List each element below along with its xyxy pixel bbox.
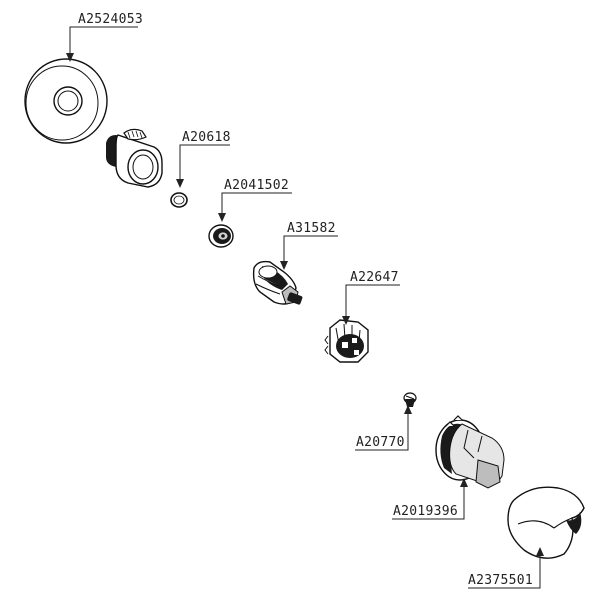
callout-handle-base: A2019396 (392, 478, 468, 520)
callout-handle-cap-label: A2375501 (468, 573, 533, 588)
callout-adapter-label: A22647 (350, 270, 399, 285)
adapter (324, 319, 369, 363)
callout-nut-label: A2041502 (224, 178, 289, 193)
callout-escutcheon-label: A2524053 (78, 12, 143, 27)
callout-screw: A20770 (355, 405, 412, 451)
callout-nut: A2041502 (218, 178, 292, 222)
valve-body (106, 128, 163, 188)
handle-cap (507, 486, 585, 559)
callout-handle-cap: A2375501 (468, 547, 544, 589)
o-ring (170, 192, 188, 208)
callout-cartridge-label: A31582 (287, 221, 336, 236)
callout-cartridge: A31582 (280, 221, 338, 270)
cartridge (252, 260, 303, 305)
screw (403, 392, 417, 407)
callout-adapter: A22647 (342, 270, 400, 325)
callout-handle-base-label: A2019396 (393, 504, 458, 519)
escutcheon-plate (24, 58, 108, 144)
callout-o-ring: A20618 (176, 130, 231, 188)
nut (208, 224, 234, 248)
handle-base (435, 415, 505, 489)
callout-escutcheon: A2524053 (66, 12, 143, 62)
callout-screw-label: A20770 (356, 435, 405, 450)
callout-o-ring-label: A20618 (182, 130, 231, 145)
